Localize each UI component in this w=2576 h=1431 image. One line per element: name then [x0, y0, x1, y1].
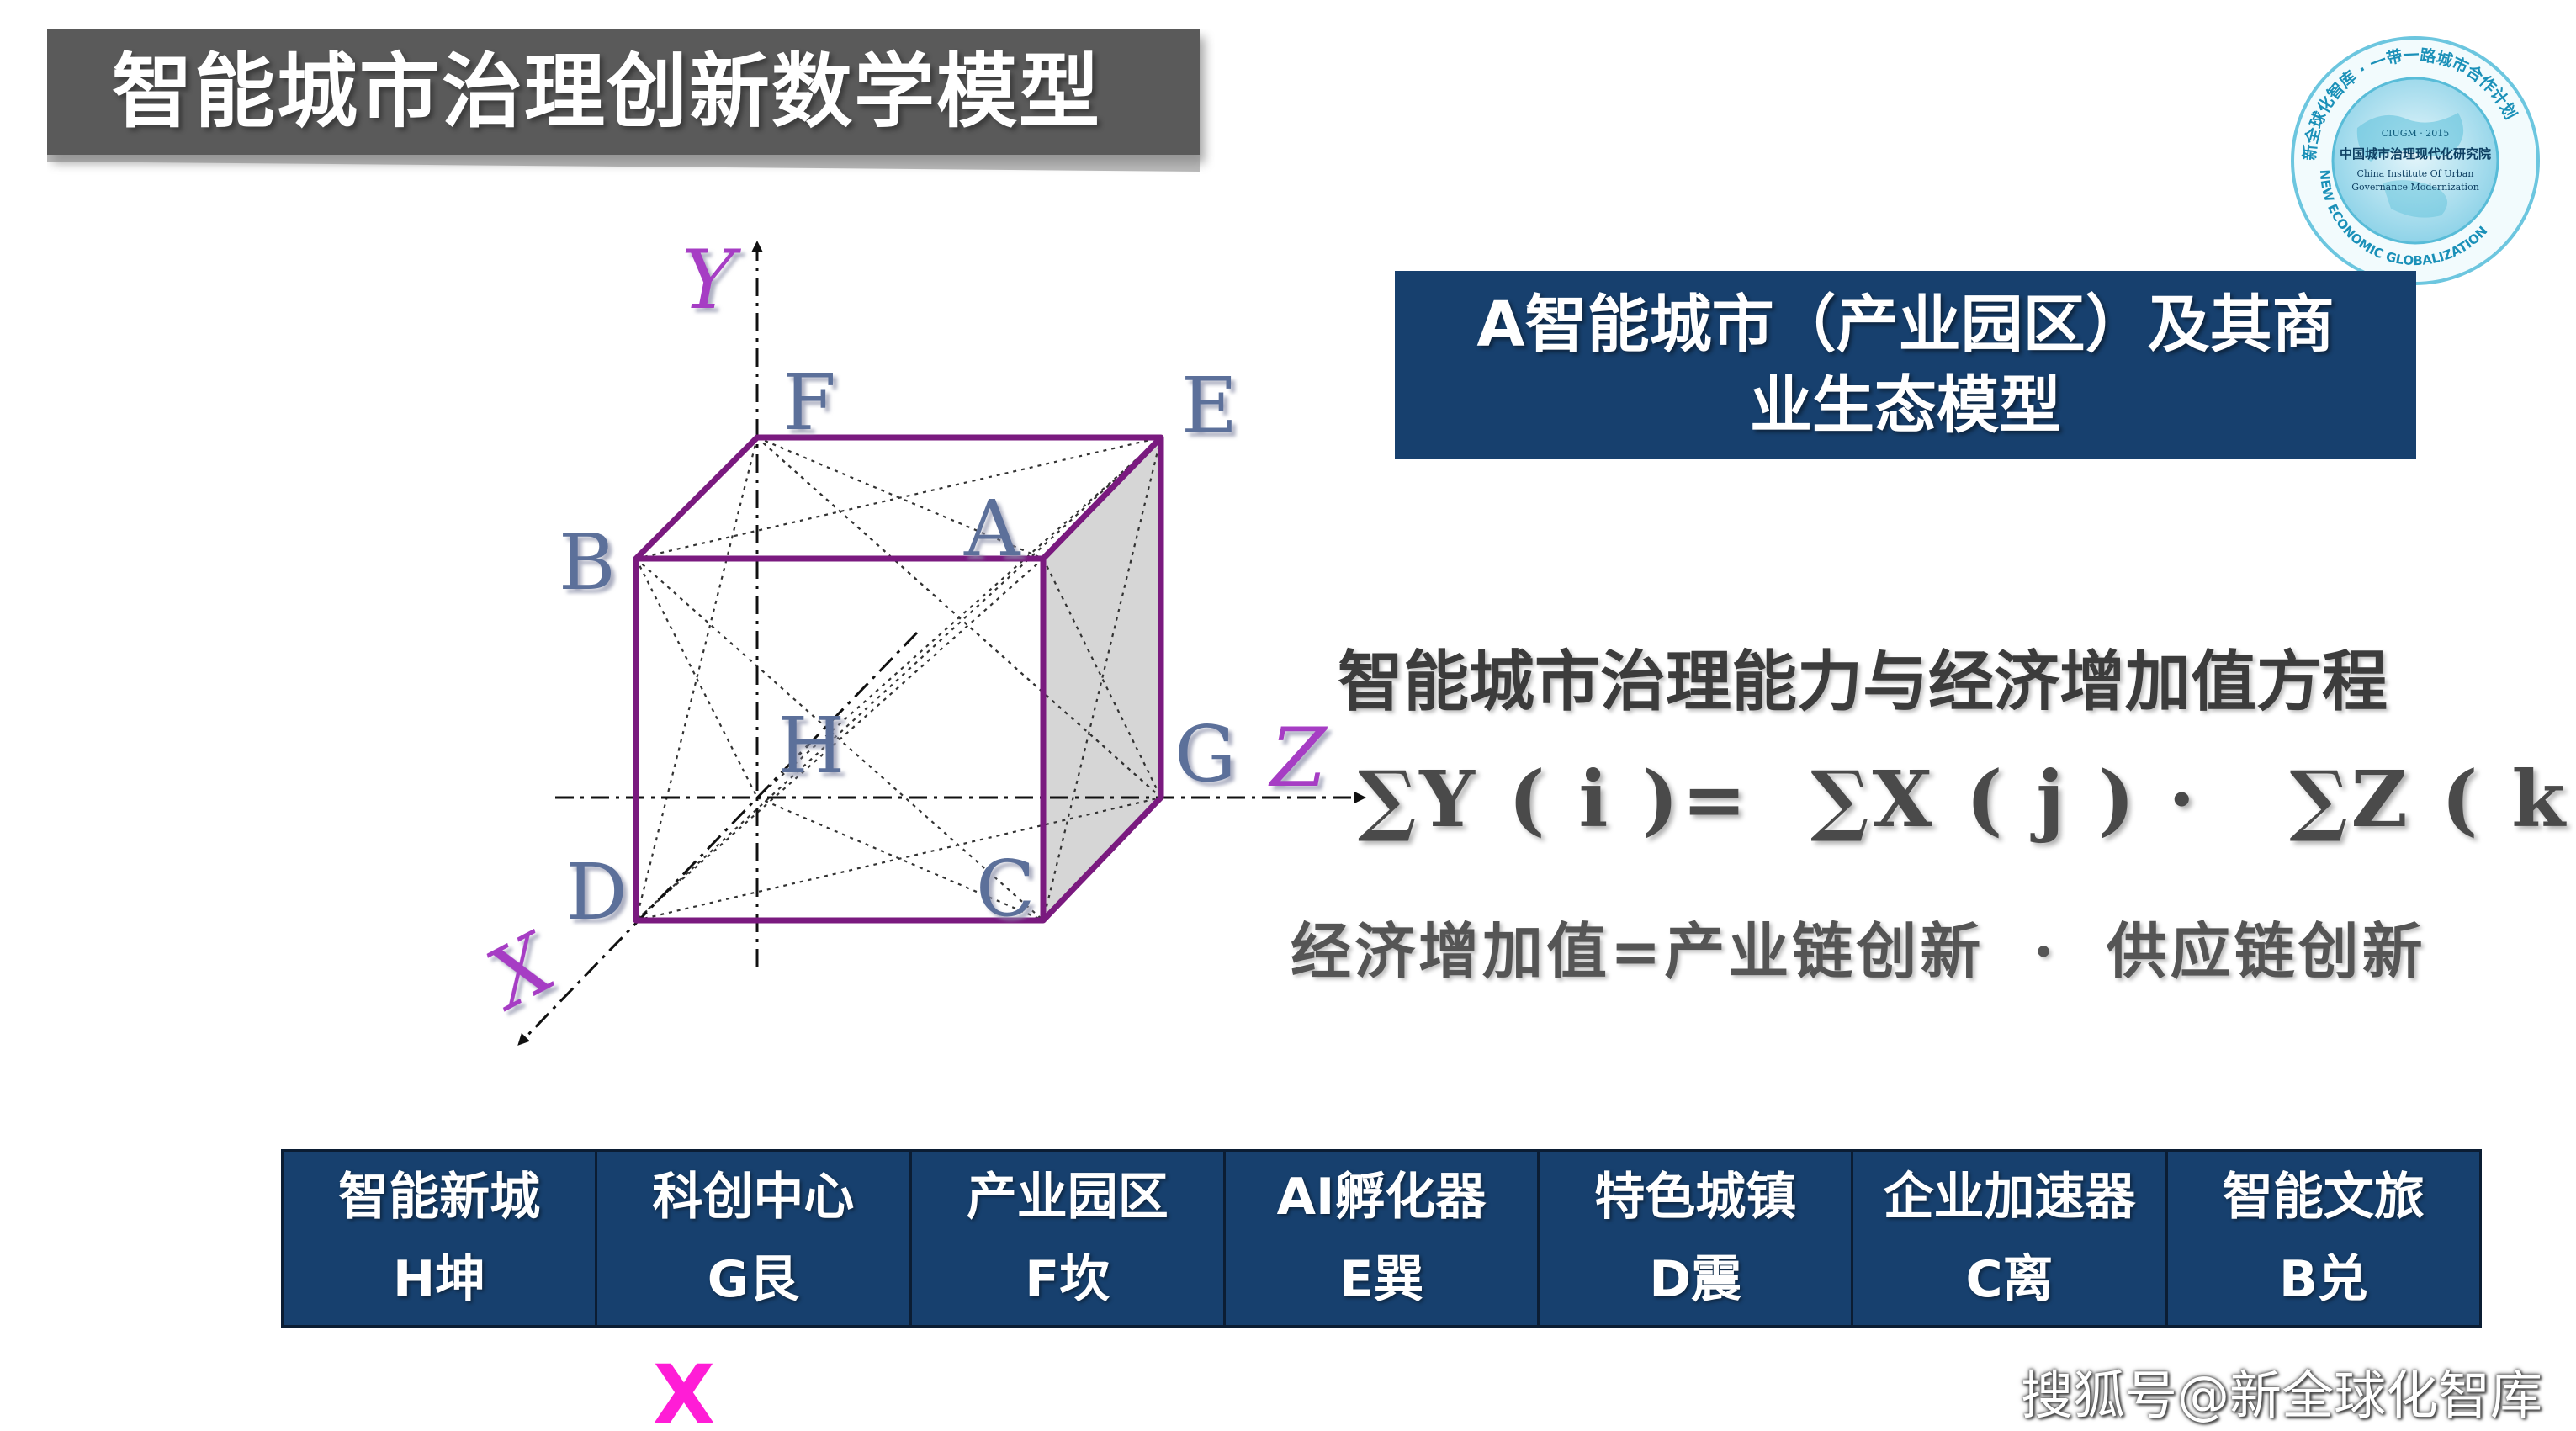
trigram-code: B兑	[2278, 1250, 2368, 1309]
model-heading-line-2: 业生态模型	[1750, 369, 2061, 442]
title-banner: 智能城市治理创新数学模型	[47, 29, 1215, 177]
page-title: 智能城市治理创新数学模型	[112, 45, 1101, 139]
x-axis	[517, 631, 919, 1046]
trigram-code: H坤	[393, 1250, 486, 1309]
cube-diagram: Y Z X F E B A H G D C	[469, 233, 1366, 1046]
equation-heading: 智能城市治理能力与经济增加值方程	[1338, 644, 2388, 720]
watermark: 搜狐号@新全球化智库	[2021, 1365, 2543, 1426]
vertex-label-h: H	[777, 701, 845, 791]
logo-name-en-2: Governance Modernization	[2351, 182, 2479, 193]
equation: ∑Y ( i )= ∑X ( j ) · ∑Z ( k )	[1358, 754, 2576, 845]
trigram-cell: AI孵化器 E巽	[1225, 1152, 1540, 1325]
trigram-name: 智能新城	[338, 1168, 541, 1227]
trigram-cell: 特色城镇 D震	[1540, 1152, 1854, 1325]
selection-marker: X	[653, 1348, 716, 1431]
title-banner-shape	[47, 29, 1200, 172]
trigram-cell: 企业加速器 C离	[1853, 1152, 2168, 1325]
trigram-table: 智能新城 H坤 科创中心 G艮 产业园区 F坎 AI孵化器 E巽 特色城镇 D震…	[281, 1149, 2482, 1328]
trigram-code: F坎	[1025, 1250, 1110, 1309]
axis-label-y: Y	[681, 233, 742, 327]
economic-value-equation: 经济增加值=产业链创新 · 供应链创新	[1291, 915, 2426, 987]
vertex-label-a: A	[963, 484, 1021, 574]
cube-edges	[633, 434, 1164, 924]
vertex-label-g: G	[1174, 709, 1237, 799]
trigram-name: 产业园区	[966, 1168, 1169, 1227]
vertex-label-c: C	[976, 844, 1035, 934]
trigram-name: AI孵化器	[1276, 1168, 1487, 1227]
trigram-name: 特色城镇	[1594, 1168, 1797, 1227]
vertex-label-f: F	[782, 358, 836, 448]
trigram-name: 智能文旅	[2222, 1168, 2425, 1227]
trigram-code: G艮	[707, 1250, 800, 1309]
logo-badge: CIUGM · 2015	[2382, 128, 2450, 139]
axis-label-x: X	[469, 914, 571, 1029]
trigram-cell: 智能新城 H坤	[284, 1152, 598, 1325]
vertex-label-e: E	[1181, 361, 1238, 451]
trigram-code: C离	[1965, 1250, 2054, 1309]
axis-label-z: Z	[1268, 711, 1328, 805]
vertex-label-b: B	[559, 517, 616, 607]
logo-name-en-1: China Institute Of Urban	[2357, 168, 2474, 179]
trigram-cell: 科创中心 G艮	[597, 1152, 912, 1325]
trigram-code: D震	[1649, 1250, 1742, 1309]
trigram-name: 科创中心	[652, 1168, 855, 1227]
trigram-name: 企业加速器	[1883, 1168, 2136, 1227]
institute-logo: 新全球化智库 · 一带一路城市合作计划 NEW ECONOMIC GLOBALI…	[2291, 36, 2540, 285]
cube-axes	[517, 241, 1366, 1046]
trigram-cell: 智能文旅 B兑	[2167, 1152, 2479, 1325]
logo-name-cn: 中国城市治理现代化研究院	[2340, 146, 2491, 162]
model-heading-box: A智能城市（产业园区）及其商 业生态模型	[1395, 271, 2416, 459]
model-heading-line-1: A智能城市（产业园区）及其商	[1476, 289, 2335, 361]
trigram-cell: 产业园区 F坎	[911, 1152, 1226, 1325]
trigram-code: E巽	[1338, 1250, 1424, 1309]
vertex-label-d: D	[565, 847, 628, 937]
